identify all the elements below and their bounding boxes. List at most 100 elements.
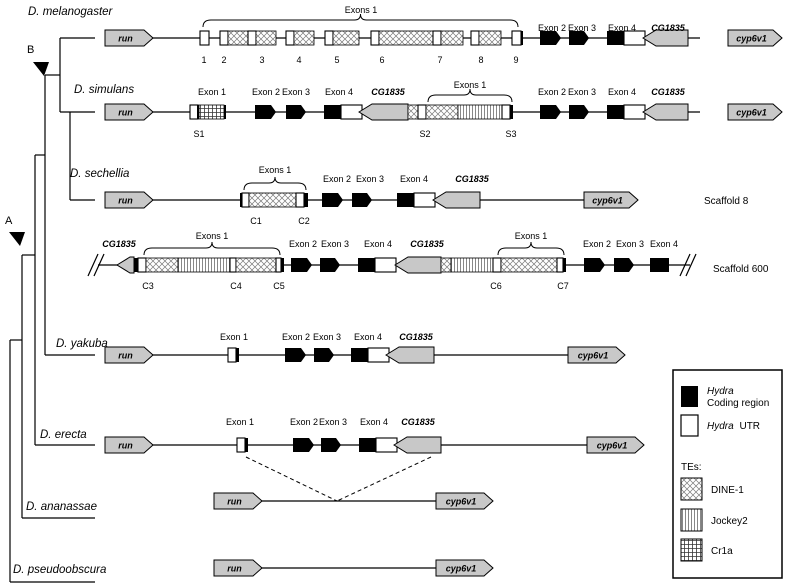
sim-s3-utr [501, 104, 511, 120]
sec600-break-right [679, 253, 697, 277]
scaffold-label-600: Scaffold 600 [713, 264, 769, 275]
legend-swatch-cr1a [680, 538, 703, 562]
sim-jockey [457, 104, 503, 120]
sec600-jockey-b [450, 257, 494, 273]
mel-dine-3 [255, 30, 277, 46]
sec8-exon-label-0: Exon 2 [323, 174, 351, 184]
yak-exon-label-0: Exon 1 [220, 332, 248, 342]
sec600-dine-b [235, 257, 277, 273]
ere-exon1-coding [245, 438, 248, 452]
sec8-c2-coding [304, 193, 308, 207]
sec-breakpoint-c1: C1 [250, 216, 262, 226]
ana-run-gene-label: run [227, 497, 242, 507]
sim-cg1835-label-b: CG1835 [651, 87, 686, 97]
svg-text:Hydra: Hydra [707, 386, 734, 397]
legend-dine-label: DINE-1 [711, 485, 744, 496]
sec600-cg1835-left [116, 256, 135, 274]
sim-exon-label-4: Exon 2 [538, 87, 566, 97]
pse-run-gene [213, 559, 263, 577]
yak-cyp6v1-gene-label: cyp6v1 [578, 351, 609, 361]
mel-exons1-brace [202, 13, 519, 28]
node-marker-b: B [27, 44, 49, 76]
mel-dine-6 [378, 30, 434, 46]
sim-exon-label-0: Exon 1 [198, 87, 226, 97]
sim-exons1-brace [427, 88, 513, 103]
svg-text:Hydra UTR: Hydra UTR [707, 421, 760, 432]
sec600-exon-3-b [614, 258, 634, 272]
mel-exon-number-4: 4 [296, 55, 301, 65]
sec600-exon-label-3: Exon 2 [583, 239, 611, 249]
sec8-cg1835-gene [432, 191, 481, 209]
sec8-run-gene [104, 191, 154, 209]
legend-swatch-utr [680, 414, 699, 437]
mel-exon-number-1: 1 [201, 55, 206, 65]
sec600-exon-4-b [650, 258, 669, 272]
mel-exon-2-utr [219, 30, 229, 46]
legend-swatch-coding [681, 386, 698, 407]
mel-exon-7-utr [432, 30, 442, 46]
legend-frame [672, 369, 783, 579]
sim-s2-utr [417, 104, 427, 120]
mel-exon-label-1: Exon 3 [568, 23, 596, 33]
mel-exon-3-utr [247, 30, 257, 46]
sec600-c4-utr [229, 257, 237, 273]
mel-exon-number-9: 9 [513, 55, 518, 65]
sim-exon-4-b-coding [607, 105, 624, 119]
ana-cyp6v1-gene [435, 492, 494, 510]
sim-cg1835-gene [358, 103, 409, 121]
ere-exon-label-2: Exon 3 [319, 417, 347, 427]
sim-exons1-label: Exons 1 [454, 80, 487, 90]
legend-coding-label: Coding region [707, 398, 769, 409]
species-label-melanogaster: D. melanogaster [28, 6, 114, 18]
sec600-c3-coding [134, 258, 138, 272]
yak-cg1835-gene [385, 346, 435, 364]
sec600-dine-c [440, 257, 452, 273]
sec600-exon-label-4: Exon 3 [616, 239, 644, 249]
mel-exon-label-0: Exon 2 [538, 23, 566, 33]
yak-exon-2 [285, 348, 306, 362]
sec-breakpoint-c3: C3 [142, 281, 154, 291]
mel-exon-8-utr [470, 30, 480, 46]
sec600-cg1835-label: CG1835 [410, 239, 445, 249]
sim-breakpoint-s2: S2 [419, 129, 430, 139]
sim-exon-label-1: Exon 2 [252, 87, 280, 97]
sim-s3-coding [510, 105, 513, 119]
sec8-exon-4-coding [397, 193, 414, 207]
legend-hydra-utr-italic: Hydra [707, 421, 734, 432]
yak-cg1835-label: CG1835 [399, 332, 434, 342]
phylogenetic-tree [9, 37, 95, 583]
sec8-exons1-brace [243, 176, 307, 191]
mel-exon-4-utr [623, 30, 646, 46]
legend-tes-heading: TEs: [681, 462, 702, 473]
pse-run-gene-label: run [227, 564, 242, 574]
sim-exon-label-2: Exon 3 [282, 87, 310, 97]
ere-cyp6v1-gene [586, 436, 645, 454]
species-labels: D. melanogaster D. simulans D. sechellia… [13, 6, 134, 576]
node-marker-a: A [5, 215, 25, 246]
legend-hydra-italic: Hydra [707, 386, 734, 397]
mel-dine-2 [227, 30, 249, 46]
mel-exon-number-5: 5 [334, 55, 339, 65]
ere-run-gene [104, 436, 154, 454]
yak-exon-3 [314, 348, 334, 362]
sec600-c7-coding [563, 258, 566, 272]
sec8-exon-2 [322, 193, 343, 207]
sec600-c3-utr [137, 257, 147, 273]
mel-exon-1 [199, 30, 210, 46]
sim-exon-2 [255, 105, 276, 119]
species-label-yakuba: D. yakuba [56, 338, 108, 350]
sec600-exons1-label-b: Exons 1 [515, 231, 548, 241]
species-label-erecta: D. erecta [40, 429, 87, 441]
ere-cg1835-gene [393, 436, 442, 454]
mel-exon-5-utr [324, 30, 334, 46]
sec-breakpoint-c7: C7 [557, 281, 569, 291]
sec600-cg1835-label-left: CG1835 [102, 239, 137, 249]
mel-cg1835-gene [642, 29, 689, 47]
sim-cyp6v1-gene [727, 103, 783, 121]
yak-exon-4-coding [351, 348, 368, 362]
sec-breakpoint-c5: C5 [273, 281, 285, 291]
mel-exon-number-6: 6 [379, 55, 384, 65]
